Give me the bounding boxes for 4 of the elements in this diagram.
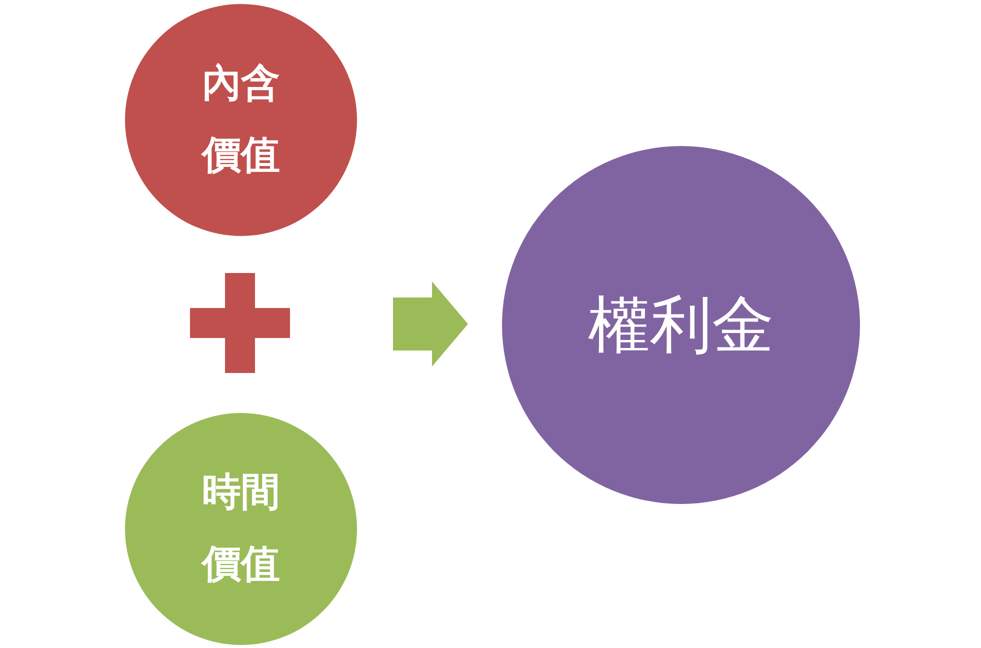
block-arrow bbox=[393, 282, 468, 366]
node-label: 內含價值 bbox=[200, 60, 281, 180]
node-label: 權利金 bbox=[587, 288, 775, 362]
node-label: 時間價值 bbox=[200, 468, 281, 589]
